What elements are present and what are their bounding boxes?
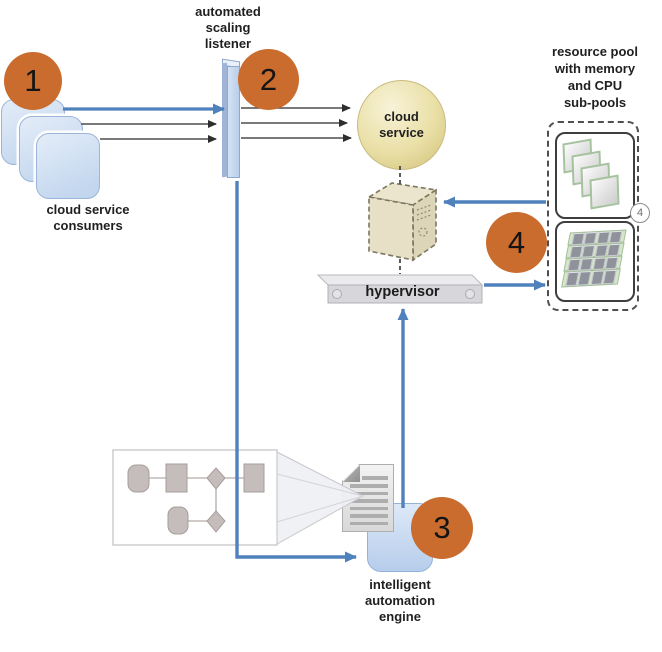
consumer-icon bbox=[36, 133, 100, 199]
workflow-decision-shape bbox=[206, 467, 226, 490]
step-badge-2: 2 bbox=[238, 49, 299, 110]
scaling-listener-bar-icon bbox=[227, 66, 240, 178]
cpu-board-icon bbox=[561, 268, 621, 288]
step-badge-4: 4 bbox=[486, 212, 547, 273]
virtual-server-icon bbox=[366, 182, 439, 262]
consumers-label: cloud service consumers bbox=[46, 202, 130, 233]
cpu-sub-pool bbox=[555, 221, 635, 302]
workflow-decision-shape bbox=[206, 510, 226, 533]
workflow-process-shape bbox=[165, 463, 188, 493]
memory-sub-pool bbox=[555, 132, 635, 219]
cloud-service-label: cloud service bbox=[379, 109, 424, 140]
scaling-listener-label: automated scaling listener bbox=[195, 4, 261, 51]
memory-card-icon bbox=[589, 174, 620, 210]
resource-pool-label: resource pool with memory and CPU sub-po… bbox=[552, 44, 638, 110]
hypervisor-screw-icon bbox=[465, 289, 475, 299]
hypervisor-label: hypervisor bbox=[365, 284, 440, 300]
automation-engine-label: intelligent automation engine bbox=[364, 577, 436, 624]
document-icon bbox=[342, 464, 394, 532]
workflow-process-shape bbox=[243, 463, 265, 493]
step-badge-1: 1 bbox=[4, 52, 62, 110]
pool-note-badge: 4 bbox=[630, 203, 650, 223]
server-vent-marks bbox=[416, 204, 432, 237]
workflow-terminator-shape bbox=[127, 464, 150, 493]
workflow-terminator-shape bbox=[167, 506, 189, 535]
step-badge-3: 3 bbox=[411, 497, 473, 559]
workflow-logic-icon bbox=[112, 449, 278, 546]
cloud-service-icon: cloud service bbox=[357, 80, 446, 170]
